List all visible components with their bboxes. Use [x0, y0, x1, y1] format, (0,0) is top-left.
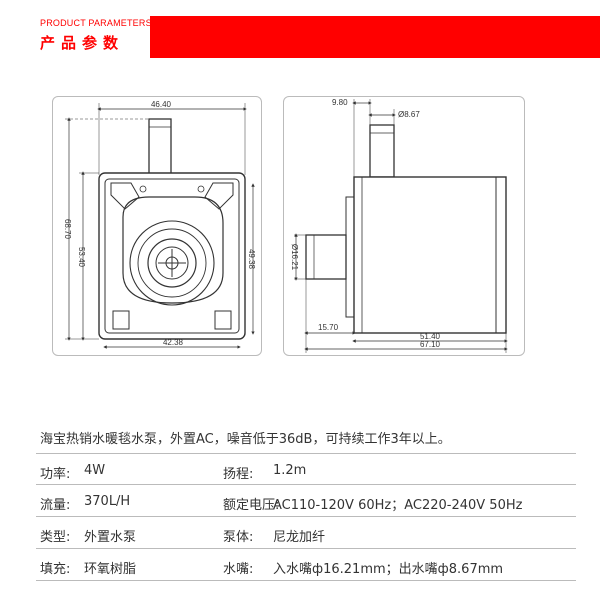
header-white-block — [0, 16, 150, 58]
side-view-drawing: 9.80 Ø8.67 Ø16.21 15.70 51.40 67.10 — [283, 96, 525, 356]
header-red-bar — [150, 16, 600, 58]
spec-label: 功率: — [40, 467, 71, 482]
dim-bottom-width: 42.38 — [163, 338, 184, 347]
spec-value: 入水嘴ф16.21mm；出水嘴ф8.67mm — [273, 562, 504, 577]
spec-label: 额定电压: — [223, 498, 280, 513]
side-view-svg: 9.80 Ø8.67 Ø16.21 15.70 51.40 67.10 — [290, 98, 508, 353]
divider — [36, 484, 576, 485]
dim-top-width: 46.40 — [151, 100, 172, 109]
front-view-svg: 46.40 42.38 68.70 53.40 49.38 — [63, 100, 256, 349]
dim-outlet-diameter: Ø8.67 — [398, 110, 420, 119]
dim-inlet-diameter: Ø16.21 — [290, 244, 299, 271]
divider — [36, 516, 576, 517]
spec-label: 填充: — [40, 562, 71, 577]
spec-value: 环氧树脂 — [84, 562, 137, 577]
dim-outlet-offset: 9.80 — [332, 98, 348, 107]
product-description: 海宝热销水暖毯水泵，外置AC，噪音低于36dB，可持续工作3年以上。 — [40, 432, 451, 447]
spec-value: 4W — [84, 463, 106, 478]
spec-value: AC110-120V 60Hz；AC220-240V 50Hz — [273, 498, 523, 513]
dim-right-height: 49.38 — [247, 249, 256, 270]
spec-value: 外置水泵 — [84, 530, 137, 545]
spec-label: 类型: — [40, 530, 71, 545]
spec-value: 1.2m — [273, 463, 307, 478]
dim-left-outer-height: 68.70 — [63, 219, 72, 240]
spec-label: 扬程: — [223, 467, 254, 482]
dim-body-length: 51.40 — [420, 332, 441, 341]
spec-label: 水嘴: — [223, 562, 254, 577]
dim-total-length: 67.10 — [420, 340, 441, 349]
header-cn-title: 产品参数 — [40, 34, 125, 52]
dim-left-inner-height: 53.40 — [77, 247, 86, 268]
spec-label: 流量: — [40, 498, 71, 513]
spec-label: 泵体: — [223, 530, 254, 545]
spec-row: 功率: 4W 扬程: 1.2m — [36, 455, 596, 487]
spec-value: 370L/H — [84, 494, 131, 509]
spec-row: 填充: 环氧树脂 水嘴: 入水嘴ф16.21mm；出水嘴ф8.67mm — [36, 550, 596, 582]
spec-row: 类型: 外置水泵 泵体: 尼龙加纤 — [36, 518, 596, 550]
divider — [36, 580, 576, 581]
divider — [36, 453, 576, 454]
spec-value: 尼龙加纤 — [273, 530, 326, 545]
header-en-title: PRODUCT PARAMETERS — [40, 18, 152, 28]
spec-row: 流量: 370L/H 额定电压: AC110-120V 60Hz；AC220-2… — [36, 486, 596, 518]
divider — [36, 548, 576, 549]
page-header: PRODUCT PARAMETERS 产品参数 — [0, 0, 600, 58]
dim-inlet-length: 15.70 — [318, 323, 339, 332]
front-view-drawing: 46.40 42.38 68.70 53.40 49.38 — [52, 96, 262, 356]
